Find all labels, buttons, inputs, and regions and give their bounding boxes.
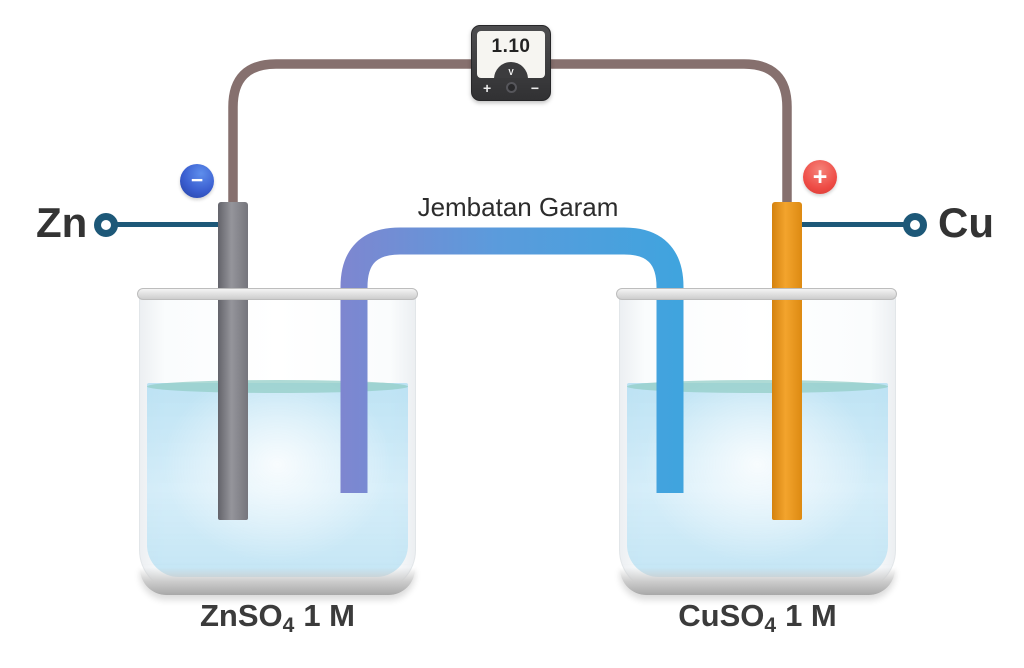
beaker-right-base (620, 565, 895, 595)
cuso4-formula: CuSO (678, 598, 765, 633)
znso4-subscript: 4 (282, 614, 295, 637)
znso4-concentration: 1 M (303, 598, 356, 633)
voltmeter-gauge-icon: V (494, 62, 528, 78)
beaker-left-rim (137, 288, 418, 300)
terminal-ring-right (903, 213, 927, 237)
beaker-left (139, 294, 416, 595)
wire-right (544, 59, 792, 212)
voltmeter-minus-terminal: − (530, 79, 539, 96)
voltmeter-screen: 1.10 V (477, 31, 545, 78)
salt-bridge-tube (340, 227, 684, 493)
terminal-ring-left (94, 213, 118, 237)
negative-charge-badge: − (180, 164, 214, 198)
positive-charge-badge: + (803, 160, 837, 194)
cuso4-concentration: 1 M (785, 598, 837, 633)
voltmeter: 1.10 V + − (471, 25, 551, 101)
wire-left (228, 59, 480, 212)
voltmeter-terminals: + − (483, 79, 539, 96)
voltmeter-knob-icon (505, 82, 517, 93)
cuso4-subscript: 4 (764, 614, 777, 637)
anode-label: Zn (36, 199, 88, 246)
minus-sign: − (190, 169, 204, 192)
beaker-left-base (140, 565, 415, 595)
beaker-right-rim (616, 288, 897, 300)
znso4-label: ZnSO4 1 M (139, 598, 416, 637)
voltmeter-plus-terminal: + (483, 79, 492, 96)
lead-wire-right (788, 222, 908, 227)
lead-wire-left (112, 222, 236, 227)
znso4-formula: ZnSO (199, 598, 283, 633)
plus-sign: + (812, 162, 828, 191)
zn-electrode (218, 202, 248, 520)
voltmeter-reading: 1.10 (491, 36, 531, 57)
cu-electrode (772, 202, 802, 520)
cathode-label: Cu (938, 199, 994, 246)
cuso4-label: CuSO4 1 M (619, 598, 896, 637)
salt-bridge-label: Jembatan Garam (417, 192, 619, 222)
